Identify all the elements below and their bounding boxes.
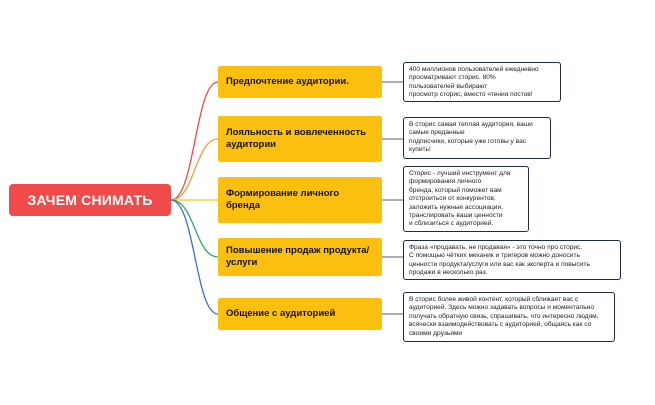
branch-label: Предпочтение аудитории.	[226, 76, 349, 87]
note-sales-growth: Фраза «продавать, не продавая» - это точ…	[403, 240, 621, 280]
connector-4	[170, 199, 219, 258]
connector-1	[170, 81, 219, 201]
root-label: ЗАЧЕМ СНИМАТЬ	[27, 192, 153, 208]
note-personal-brand: Сторис - лучший инструмент для формирова…	[403, 166, 529, 232]
note-communication: В сторис более живой контент, который сб…	[403, 292, 615, 342]
branch-audience-preference[interactable]: Предпочтение аудитории.	[218, 66, 382, 98]
note-loyalty: В сторис самая теплая аудитория, ваши са…	[403, 117, 551, 159]
branch-label: Лояльность и вовлеченность аудитории	[226, 127, 366, 150]
note-audience-preference: 400 миллионов пользователей ежедневно пр…	[403, 62, 561, 102]
connector-5	[170, 199, 219, 315]
branch-personal-brand[interactable]: Формирование личного бренда	[218, 177, 382, 223]
branch-sales-growth[interactable]: Повышение продаж продукта/ услуги	[218, 238, 382, 276]
branch-label: Общение с аудиторией	[226, 308, 336, 319]
branch-loyalty[interactable]: Лояльность и вовлеченность аудитории	[218, 116, 382, 162]
branch-label: Формирование личного бренда	[226, 188, 340, 211]
connector-2	[170, 138, 219, 201]
root-node[interactable]: ЗАЧЕМ СНИМАТЬ	[9, 184, 171, 216]
branch-label: Повышение продаж продукта/ услуги	[226, 245, 370, 268]
branch-communication[interactable]: Общение с аудиторией	[218, 298, 382, 330]
